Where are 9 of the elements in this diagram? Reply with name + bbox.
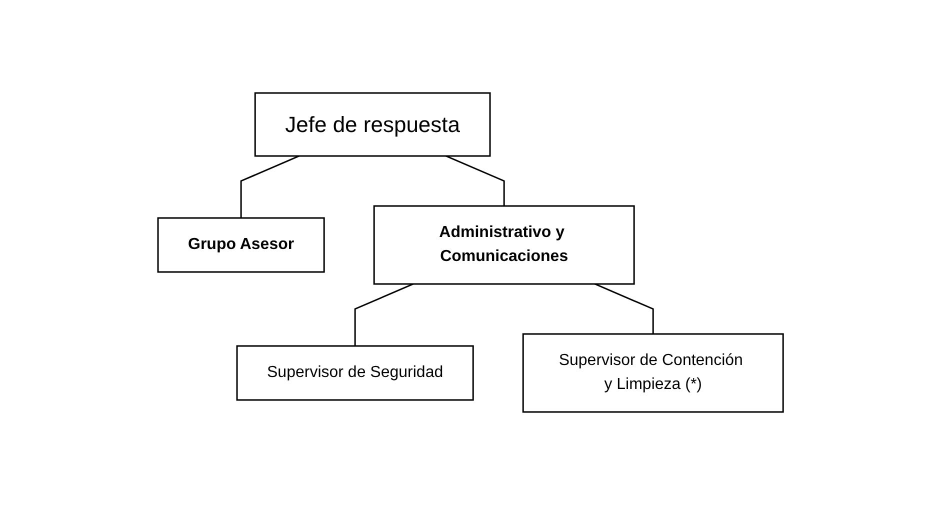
node-box: Supervisor de Contención y Limpieza (*) bbox=[522, 333, 784, 413]
node-box: Administrativo y Comunicaciones bbox=[373, 205, 635, 285]
connector bbox=[446, 155, 505, 206]
connector bbox=[240, 155, 300, 218]
connector bbox=[594, 283, 654, 334]
node-box: Grupo Asesor bbox=[157, 217, 325, 273]
node-box: Jefe de respuesta bbox=[254, 92, 491, 157]
node-box: Supervisor de Seguridad bbox=[236, 345, 474, 401]
connector bbox=[354, 283, 414, 346]
